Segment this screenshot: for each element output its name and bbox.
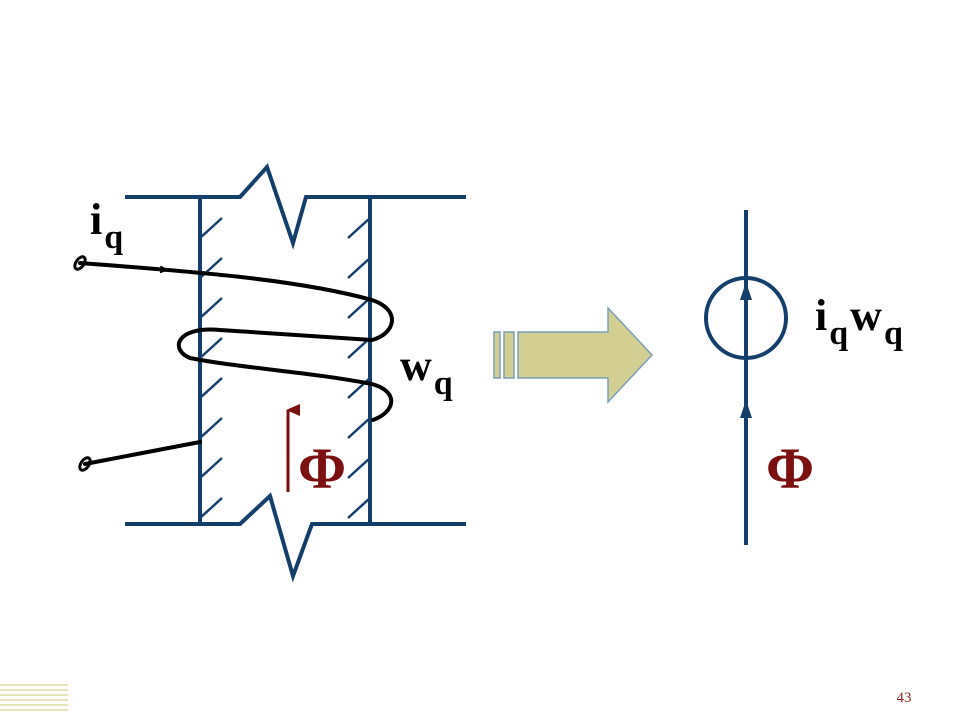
mmf-source-circle — [704, 276, 788, 360]
coil-wire — [78, 261, 394, 422]
flux-label-left: Φ — [298, 436, 346, 501]
footer-decoration-lines — [0, 684, 68, 711]
equivalent-circuit — [704, 210, 788, 545]
branch-arrow-icon — [740, 400, 752, 418]
turns-label: wq — [400, 341, 453, 402]
terminal-top — [73, 255, 87, 271]
core-top-edge — [125, 163, 466, 250]
current-direction-arrow — [117, 265, 169, 274]
source-arrow-icon — [740, 282, 752, 300]
page-number: 43 — [896, 690, 912, 706]
current-label: iq — [90, 195, 123, 256]
core-bottom-edge — [125, 492, 466, 583]
equivalence-arrow — [493, 306, 654, 404]
circuit-direction-arrows — [740, 282, 752, 418]
terminal-bottom — [78, 456, 92, 472]
winding-coil — [78, 261, 394, 466]
lead-bottom — [83, 440, 202, 466]
flux-label-right: Φ — [766, 436, 814, 501]
mmf-source-label: iqwq — [815, 291, 903, 352]
